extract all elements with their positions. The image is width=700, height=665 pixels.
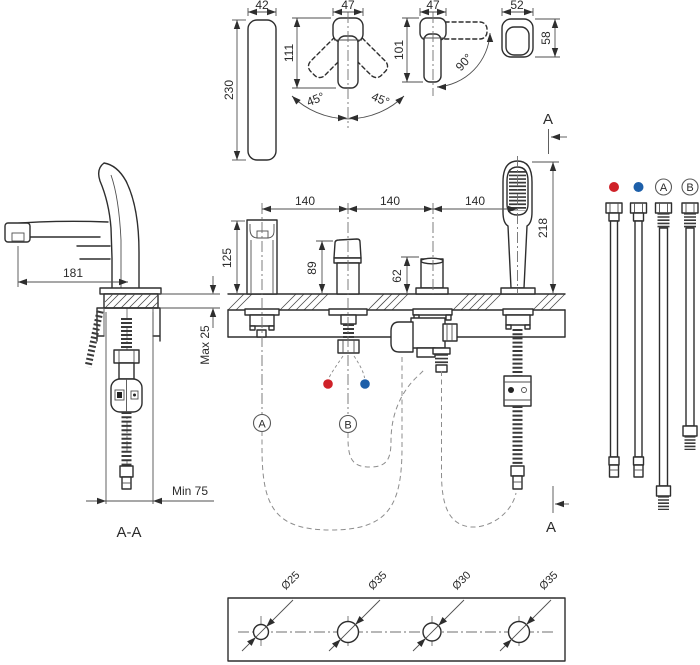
dim-handle-front-width: 47 (341, 0, 355, 12)
dim-hole-4: Ø35 (537, 569, 560, 592)
shower-hose (502, 308, 534, 490)
dim-spout-height: 125 (220, 248, 234, 268)
dim-shower-height: 218 (536, 218, 550, 238)
hose-b-label: B (686, 182, 693, 194)
connection-loop-shower (441, 371, 517, 528)
section-cut-top-label: A (543, 111, 553, 128)
dim-angle-right: 45° (369, 89, 391, 109)
diverter-valve-body (390, 308, 458, 373)
section-view-aa: 181 Max 25 Min 75 A-A (4, 162, 220, 541)
dim-hole-3: Ø30 (450, 569, 473, 592)
dim-handle-swivel-width: 47 (426, 0, 440, 12)
connection-a-label: A (258, 419, 266, 431)
dim-min-clearance: Min 75 (172, 484, 208, 498)
hose-b-circle (681, 178, 699, 196)
handle-side-view: 42 230 (222, 0, 277, 161)
hose-a-circle (654, 178, 673, 196)
dim-spacing-2: 140 (380, 194, 400, 208)
hand-shower (500, 160, 536, 490)
hose-legend: A B (609, 178, 699, 196)
hose-a-label: A (660, 182, 668, 194)
connection-b-label: B (344, 420, 351, 432)
handle-front-view: 45° 45° 47 111 (282, 0, 405, 128)
hot-water-marker (323, 379, 333, 389)
dim-hole-1: Ø25 (279, 569, 302, 592)
deck-assembly: A B 140 140 140 125 89 62 218 (220, 156, 566, 531)
dim-max-deck-thickness: Max 25 (198, 325, 212, 365)
connection-b-circle (338, 414, 358, 434)
section-cut-bottom: A (546, 486, 569, 536)
handle-top-view: 52 58 (501, 0, 560, 58)
dim-angle-left: 45° (304, 89, 326, 109)
dim-handle-top-height: 58 (539, 31, 553, 45)
drill-plate: Ø25 Ø35 Ø30 Ø35 (227, 569, 566, 662)
dim-angle-90: 90° (453, 51, 476, 74)
connection-loop-b (347, 368, 426, 468)
section-view-label: A-A (116, 524, 141, 541)
dim-spout-reach: 181 (63, 266, 83, 280)
dim-handle-side-width: 42 (255, 0, 269, 12)
hose-hot (605, 202, 623, 478)
connection-a-circle (252, 413, 272, 433)
dim-spacing-3: 140 (465, 194, 485, 208)
section-cut-top: A (543, 111, 567, 154)
dim-handle-swivel-height: 101 (392, 40, 406, 60)
hose-a (654, 202, 673, 510)
hose-b (681, 202, 699, 450)
dim-handle-top-width: 52 (510, 0, 524, 12)
hose-cold (629, 202, 648, 478)
connection-loop-a (261, 354, 403, 531)
dim-hole-2: Ø35 (366, 569, 389, 592)
dim-handle-front-height: 111 (282, 44, 296, 63)
hot-hose-marker (609, 182, 619, 192)
dim-handle-height: 89 (305, 261, 319, 275)
handle-swivel-view: 90° 47 101 (392, 0, 494, 96)
diverter-knob (390, 257, 458, 373)
dim-diverter-height: 62 (390, 269, 404, 283)
cold-hose-marker (633, 182, 644, 192)
shower-spray-face (506, 166, 529, 216)
section-cut-bottom-label: A (546, 519, 556, 536)
dim-handle-side-height: 230 (222, 80, 236, 100)
dim-spacing-1: 140 (295, 194, 315, 208)
cold-water-marker (360, 379, 370, 389)
